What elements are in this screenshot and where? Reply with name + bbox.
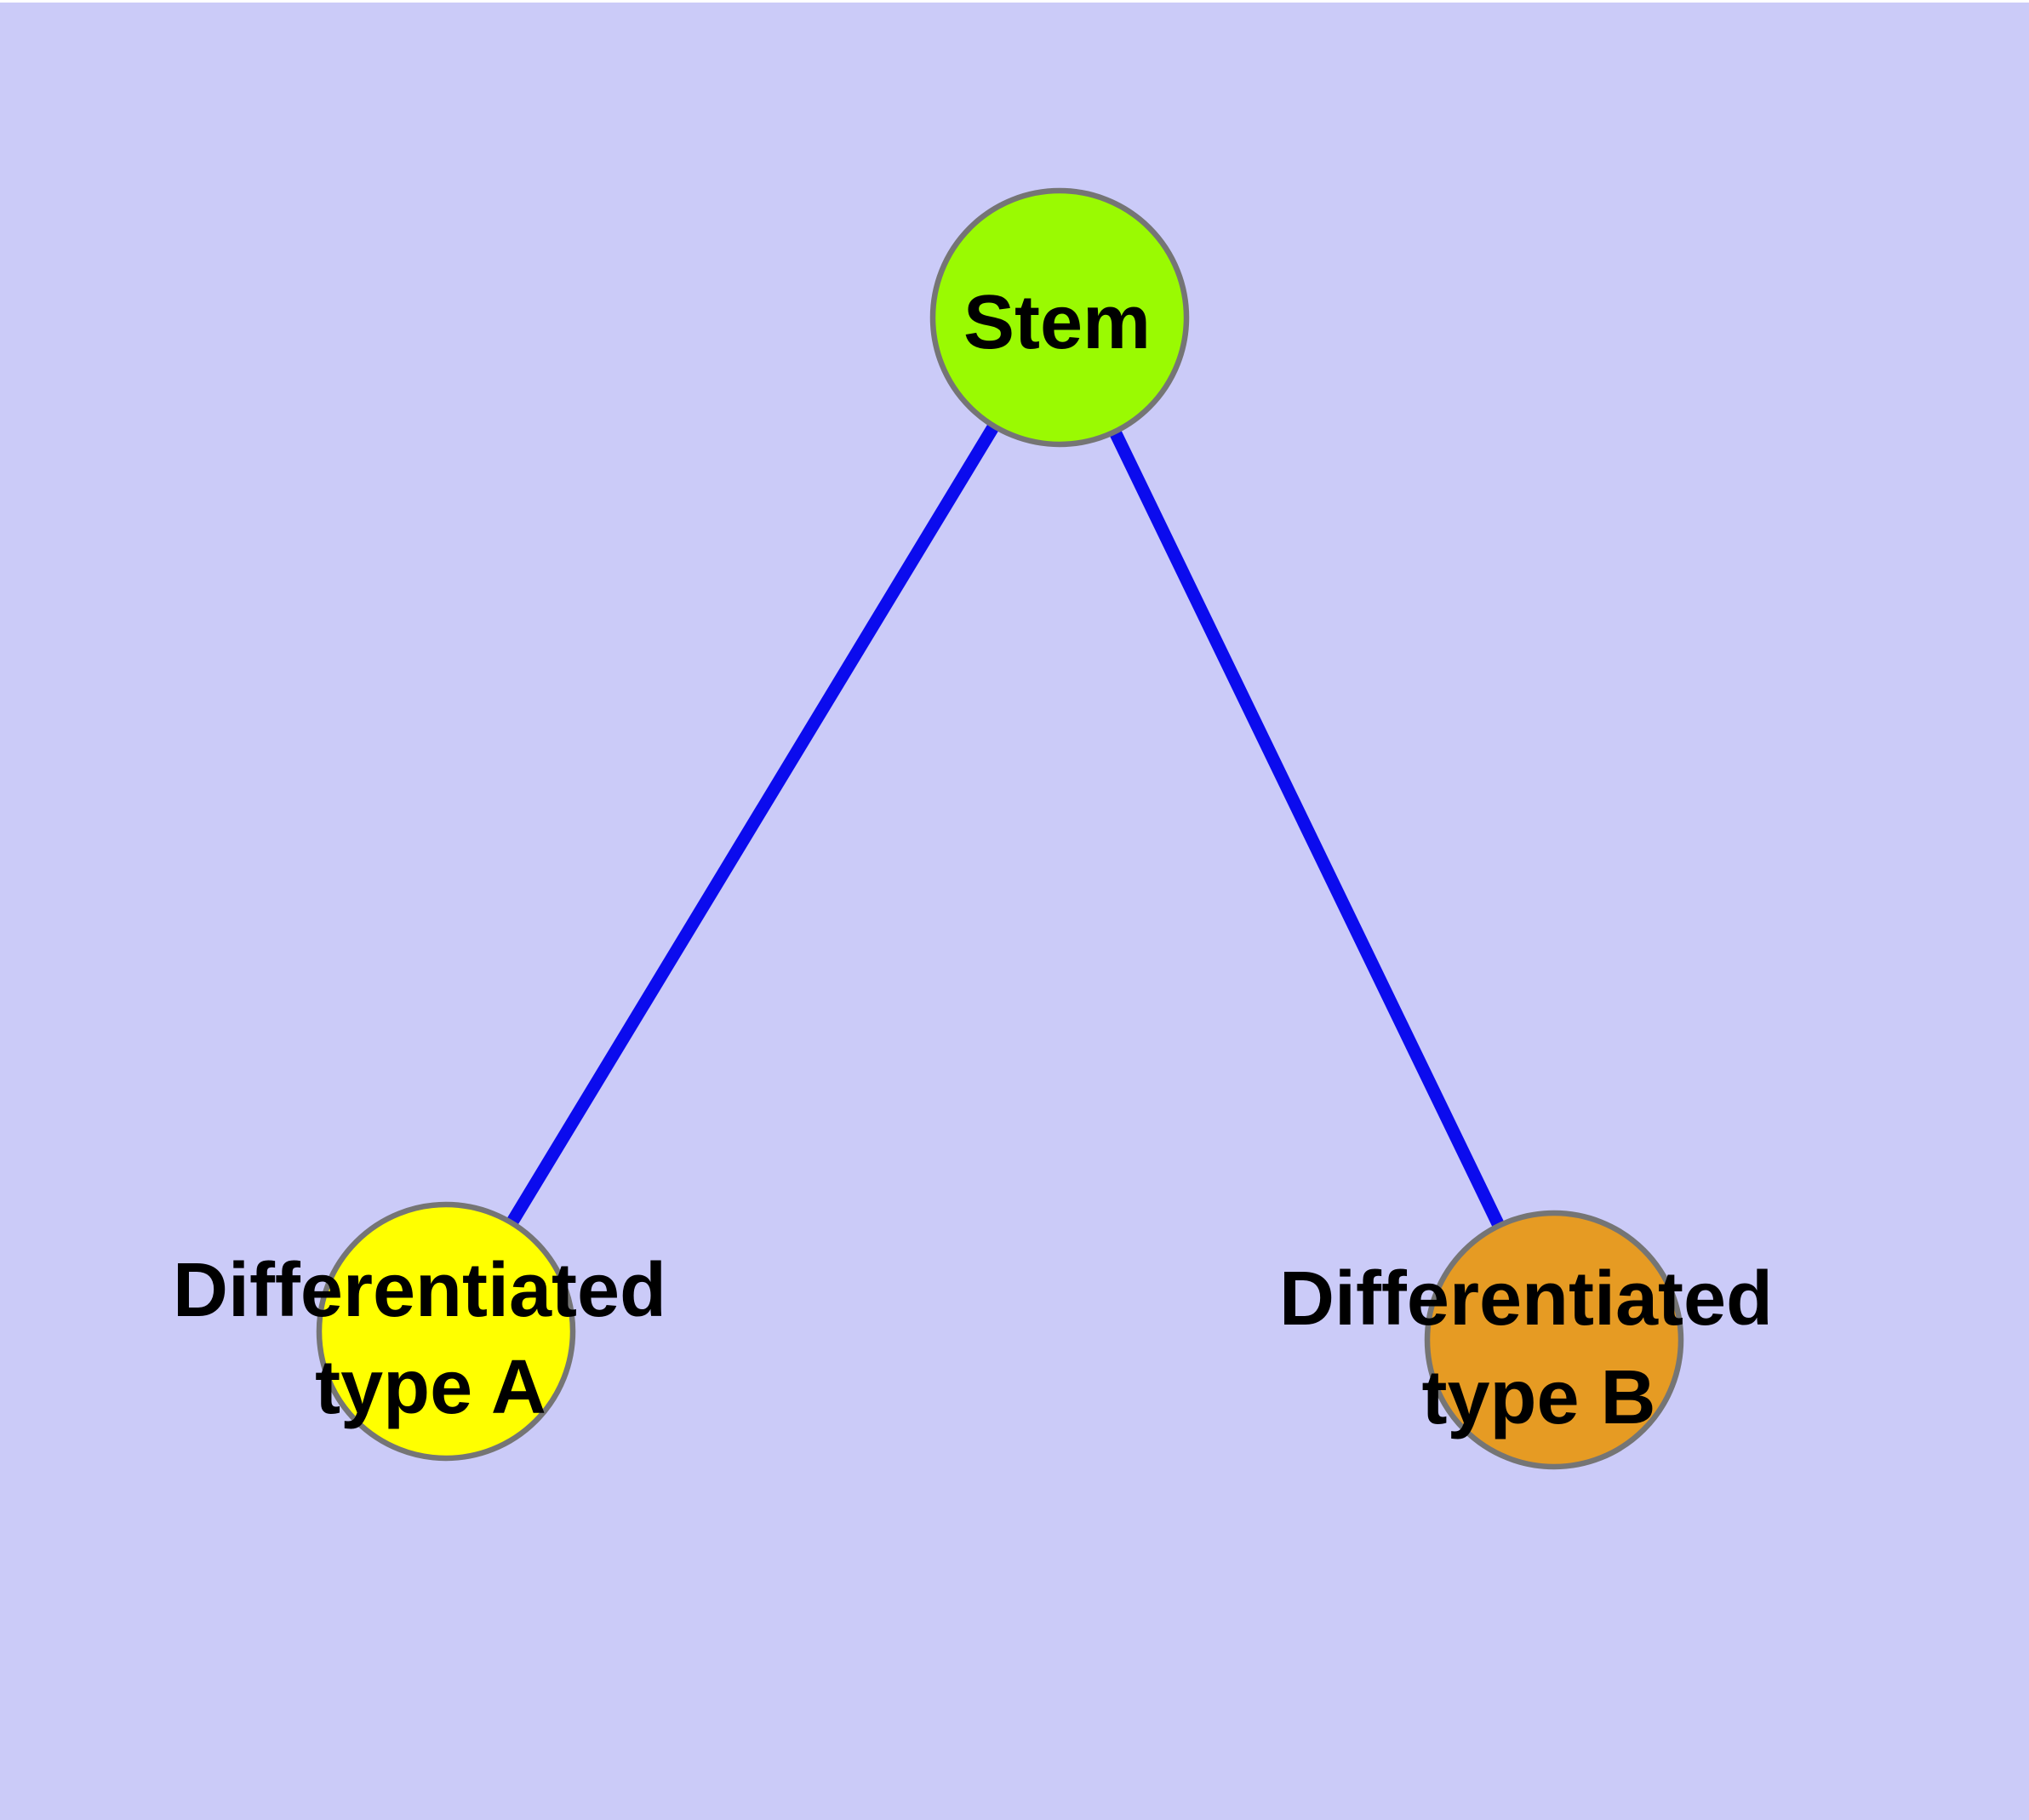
node-stem: Stem [929,187,1190,448]
node-type-b-label-line2: type B [1421,1355,1655,1440]
edge-layer [440,314,1560,1343]
node-type-a-label-line1: Differentiated [173,1248,666,1333]
edge-stem-to-type-b [1054,314,1560,1343]
top-border-strip [0,0,2029,3]
node-stem-label: Stem [963,280,1151,365]
node-type-a-circle [316,1201,576,1462]
node-type-b-label-line1: Differentiated [1279,1256,1773,1342]
node-type-b-circle [1424,1210,1684,1470]
node-differentiated-type-b: Differentiated type B [1279,1210,1773,1470]
node-differentiated-type-a: Differentiated type A [173,1201,666,1462]
edge-stem-to-type-a [440,314,1066,1335]
node-type-a-label-line2: type A [315,1345,546,1430]
node-stem-circle [929,187,1190,448]
